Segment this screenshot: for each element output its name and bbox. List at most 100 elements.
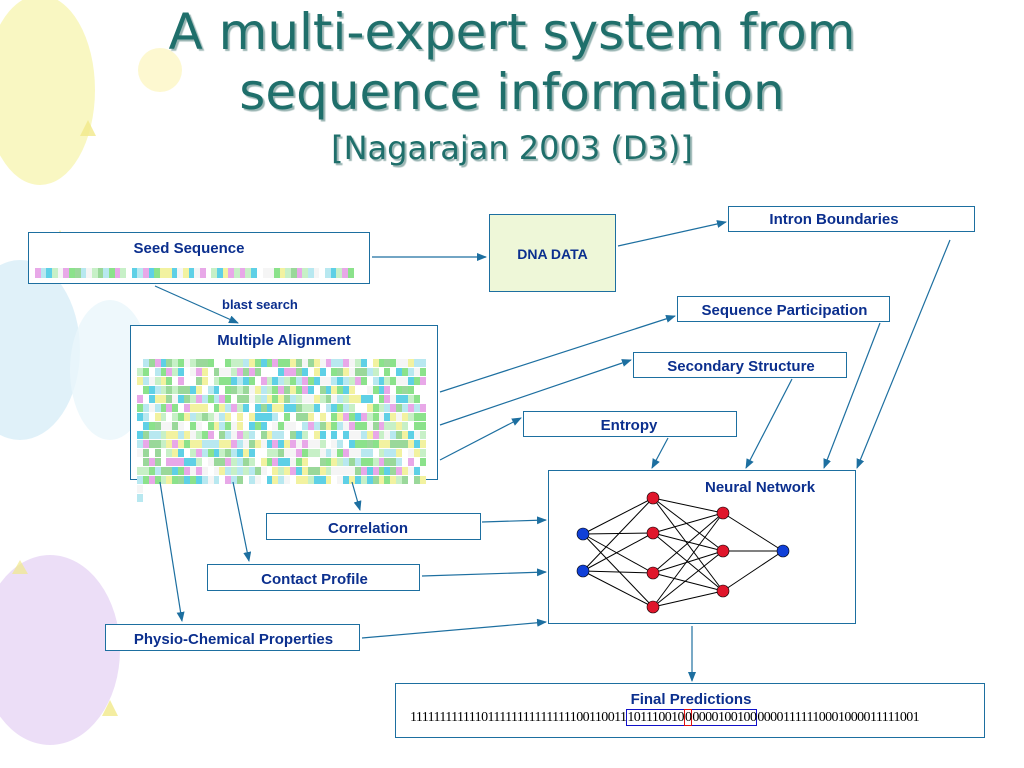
alignment-cell xyxy=(237,422,244,430)
nn-edge xyxy=(582,532,654,535)
alignment-cell xyxy=(296,386,302,394)
alignment-cell xyxy=(407,404,414,412)
alignment-cell xyxy=(148,431,155,439)
alignment-cell xyxy=(402,377,408,385)
alignment-cell xyxy=(254,467,261,475)
alignment-cell xyxy=(154,449,161,457)
alignment-cell xyxy=(195,413,202,421)
alignment-cell xyxy=(201,449,208,457)
alignment-cell xyxy=(360,359,367,367)
alignment-cell xyxy=(319,476,326,484)
alignment-cell xyxy=(260,431,267,439)
alignment-row xyxy=(137,399,431,430)
alignment-cell xyxy=(201,467,208,475)
alignment-cell xyxy=(319,413,326,421)
alignment-cell xyxy=(248,449,255,457)
alignment-cell xyxy=(402,476,408,484)
alignment-cell xyxy=(231,449,238,457)
alignment-cell xyxy=(366,413,373,421)
alignment-cell xyxy=(407,440,414,448)
alignment-cell xyxy=(225,404,232,412)
alignment-cell xyxy=(248,467,255,475)
alignment-cell xyxy=(372,404,379,412)
sequence-residue-cell xyxy=(336,268,343,278)
alignment-cell xyxy=(384,368,391,376)
alignment-cell xyxy=(137,467,143,475)
alignment-cell xyxy=(260,413,267,421)
alignment-cell xyxy=(284,467,291,475)
sequence-residue-cell xyxy=(194,268,200,278)
alignment-cell xyxy=(266,413,273,421)
alignment-cell xyxy=(366,377,373,385)
sequence-residue-cell xyxy=(217,268,223,278)
alignment-cell xyxy=(278,476,285,484)
alignment-cell xyxy=(307,449,314,457)
alignment-cell xyxy=(331,395,338,403)
alignment-cell xyxy=(201,422,208,430)
alignment-cell xyxy=(360,476,367,484)
alignment-cell xyxy=(396,404,403,412)
alignment-cell xyxy=(278,458,285,466)
alignment-cell xyxy=(319,458,326,466)
alignment-cell xyxy=(284,449,291,457)
sequence-residue-cell xyxy=(103,268,109,278)
alignment-cell xyxy=(195,377,202,385)
alignment-cell xyxy=(178,386,185,394)
alignment-cell xyxy=(190,368,196,376)
alignment-cell xyxy=(142,431,149,439)
alignment-cell xyxy=(290,413,297,421)
alignment-cell xyxy=(313,431,320,439)
alignment-cell xyxy=(142,467,149,475)
alignment-cell xyxy=(331,368,338,376)
alignment-cell xyxy=(349,422,355,430)
alignment-cell xyxy=(372,440,379,448)
alignment-cell xyxy=(248,377,255,385)
alignment-cell xyxy=(290,368,297,376)
sequence-residue-cell xyxy=(268,268,274,278)
alignment-cell xyxy=(278,422,285,430)
alignment-cell xyxy=(172,386,179,394)
alignment-cell xyxy=(325,404,332,412)
alignment-cell xyxy=(396,458,403,466)
alignment-cell xyxy=(260,449,267,457)
alignment-cell xyxy=(213,386,220,394)
alignment-cell xyxy=(313,359,320,367)
correlation-box: Correlation xyxy=(266,513,481,540)
alignment-row xyxy=(137,408,431,439)
alignment-cell xyxy=(413,359,420,367)
alignment-cell xyxy=(349,368,355,376)
alignment-cell xyxy=(254,431,261,439)
alignment-cell xyxy=(390,377,397,385)
alignment-cell xyxy=(284,386,291,394)
alignment-cell xyxy=(384,449,391,457)
alignment-cell xyxy=(284,413,291,421)
alignment-cell xyxy=(331,404,338,412)
alignment-cell xyxy=(419,467,426,475)
alignment-cell xyxy=(343,431,350,439)
alignment-cell xyxy=(243,449,249,457)
alignment-cell xyxy=(190,422,196,430)
alignment-cell xyxy=(219,422,226,430)
alignment-cell xyxy=(166,422,173,430)
alignment-cell xyxy=(396,449,403,457)
alignment-cell xyxy=(254,395,261,403)
prediction-marked-residue: 0 xyxy=(683,709,693,726)
sequence-residue-cell xyxy=(148,268,155,278)
alignment-cell xyxy=(231,467,238,475)
alignment-cell xyxy=(184,422,191,430)
contact-profile-box: Contact Profile xyxy=(207,564,420,591)
alignment-cell xyxy=(402,386,408,394)
alignment-cell xyxy=(172,368,179,376)
alignment-cell xyxy=(301,377,308,385)
seed-sequence-box: Seed Sequence xyxy=(28,232,370,284)
alignment-cell xyxy=(390,395,397,403)
nn-hidden-node xyxy=(716,544,730,558)
alignment-cell xyxy=(343,395,350,403)
alignment-cell xyxy=(354,467,361,475)
alignment-cell xyxy=(142,422,149,430)
alignment-cell xyxy=(360,386,367,394)
alignment-cell xyxy=(307,476,314,484)
sequence-residue-cell xyxy=(239,268,246,278)
sequence-residue-cell xyxy=(131,268,138,278)
alignment-cell xyxy=(248,476,255,484)
